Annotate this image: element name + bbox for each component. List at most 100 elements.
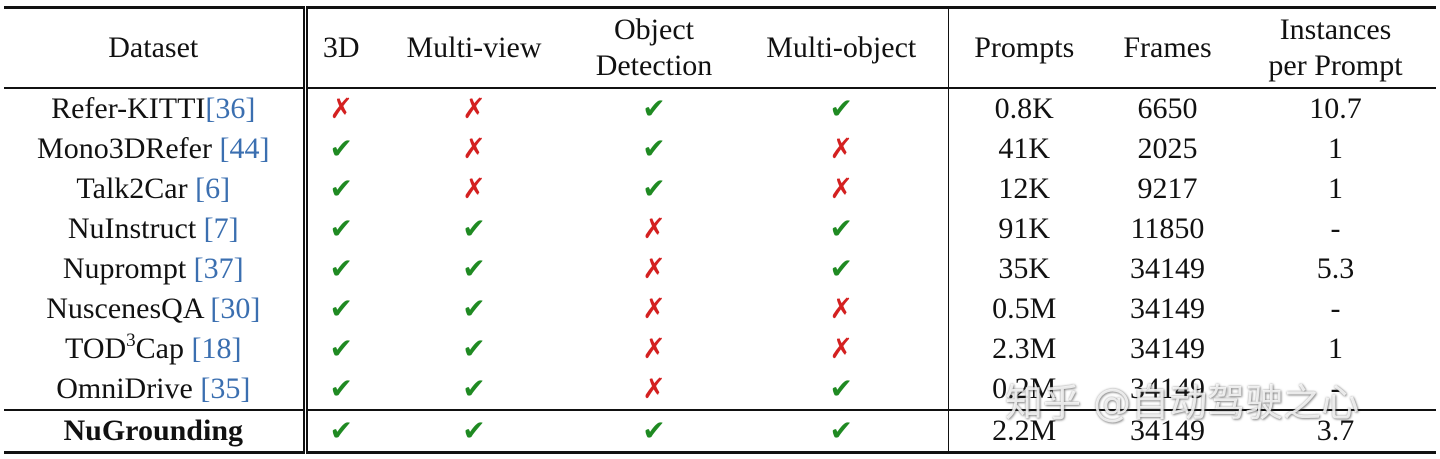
prompts-cell: 41K <box>998 131 1051 165</box>
feature-cell: ✗ <box>735 128 949 169</box>
frames-cell: 11850 <box>1130 211 1205 245</box>
prompts-cell: 0.2M <box>992 371 1057 405</box>
dataset-name-superscript: 3 <box>126 329 136 351</box>
frames-cell: 6650 <box>1137 91 1198 125</box>
check-icon: ✔ <box>329 413 353 447</box>
feature-cell: ✗ <box>305 88 375 129</box>
check-icon: ✔ <box>829 371 853 405</box>
feature-cell: ✔ <box>735 87 949 129</box>
check-icon: ✔ <box>329 251 353 285</box>
citation-link[interactable]: [18] <box>191 331 242 365</box>
frames-cell: 34149 <box>1130 331 1205 365</box>
dataset-name-cell: NuInstruct [7] <box>4 208 308 249</box>
header-object-detection-line1: Object <box>614 12 694 46</box>
citation-link[interactable]: [44] <box>219 131 270 165</box>
feature-cell: ✗ <box>573 369 735 410</box>
check-icon: ✔ <box>829 251 853 285</box>
feature-cell: ✔ <box>573 88 735 129</box>
citation-link[interactable]: [30] <box>210 291 261 325</box>
dataset-name-cell: Refer-KITTI[36] <box>4 87 308 129</box>
header-3d: 3D <box>305 7 375 89</box>
feature-cell: ✔ <box>375 408 573 452</box>
cross-icon: ✗ <box>462 131 486 165</box>
feature-cell: ✔ <box>305 369 375 410</box>
feature-cell: ✔ <box>375 289 573 329</box>
feature-cell: ✗ <box>735 328 949 369</box>
feature-cell: ✔ <box>375 209 573 249</box>
feature-cell: ✔ <box>305 129 375 169</box>
feature-cell: ✗ <box>573 329 735 369</box>
check-icon: ✔ <box>642 171 666 205</box>
dataset-name: Nuprompt <box>62 251 194 285</box>
check-icon: ✔ <box>829 211 853 245</box>
frames-cell: 34149 <box>1130 251 1205 285</box>
feature-cell: ✔ <box>305 408 375 452</box>
citation-link[interactable]: [6] <box>195 171 231 205</box>
check-icon: ✔ <box>829 91 853 125</box>
dataset-name-rest: Cap <box>135 331 192 365</box>
feature-cell: ✔ <box>305 209 375 249</box>
cross-icon: ✗ <box>462 91 486 125</box>
instances-cell: 5.3 <box>1316 251 1355 285</box>
check-icon: ✔ <box>329 331 353 365</box>
cross-icon: ✗ <box>642 331 666 365</box>
check-icon: ✔ <box>462 371 486 405</box>
feature-cell: ✔ <box>305 249 375 289</box>
prompts-cell: 0.8K <box>994 91 1054 125</box>
header-multi-view: Multi-view <box>375 7 573 89</box>
feature-cell: ✗ <box>375 129 573 169</box>
dataset-name: TOD <box>65 331 127 365</box>
check-icon: ✔ <box>462 251 486 285</box>
dataset-name-cell: Mono3DRefer [44] <box>4 128 308 169</box>
citation-link[interactable]: [7] <box>203 211 239 245</box>
check-icon: ✔ <box>329 371 353 405</box>
instances-cell: - <box>1330 371 1341 405</box>
header-prompts: Prompts <box>948 7 1100 89</box>
prompts-cell: 91K <box>998 211 1051 245</box>
feature-cell: ✔ <box>573 408 735 452</box>
feature-cell: ✔ <box>735 408 949 452</box>
feature-cell: ✔ <box>735 208 949 249</box>
citation-link[interactable]: [36] <box>205 91 256 125</box>
feature-cell: ✗ <box>573 289 735 329</box>
dataset-name-cell: NuscenesQA [30] <box>4 288 308 329</box>
instances-cell: 3.7 <box>1235 408 1436 452</box>
dataset-name: Talk2Car <box>76 171 196 205</box>
check-icon: ✔ <box>642 91 666 125</box>
instances-cell: 10.7 <box>1309 91 1362 125</box>
cross-icon: ✗ <box>829 131 853 165</box>
cross-icon: ✗ <box>642 291 666 325</box>
dataset-name-cell: TOD3Cap [18] <box>4 328 308 369</box>
cross-icon: ✗ <box>462 171 486 205</box>
dataset-name-cell: Talk2Car [6] <box>4 168 308 209</box>
frames-cell: 34149 <box>1130 291 1205 325</box>
feature-cell: ✔ <box>573 169 735 209</box>
citation-link[interactable]: [35] <box>200 371 251 405</box>
check-icon: ✔ <box>462 331 486 365</box>
dataset-name: OmniDrive <box>56 371 201 405</box>
prompts-cell: 0.5M <box>992 291 1057 325</box>
instances-cell: 1 <box>1328 171 1343 205</box>
feature-cell: ✗ <box>375 88 573 129</box>
citation-link[interactable]: [37] <box>193 251 244 285</box>
feature-cell: ✔ <box>735 368 949 410</box>
check-icon: ✔ <box>462 413 486 447</box>
feature-cell: ✗ <box>573 209 735 249</box>
instances-cell: 1 <box>1328 331 1343 365</box>
cross-icon: ✗ <box>642 211 666 245</box>
feature-cell: ✔ <box>305 169 375 209</box>
feature-cell: ✔ <box>573 129 735 169</box>
feature-cell: ✔ <box>375 369 573 410</box>
cross-icon: ✗ <box>829 331 853 365</box>
cross-icon: ✗ <box>642 251 666 285</box>
feature-cell: ✗ <box>735 168 949 209</box>
